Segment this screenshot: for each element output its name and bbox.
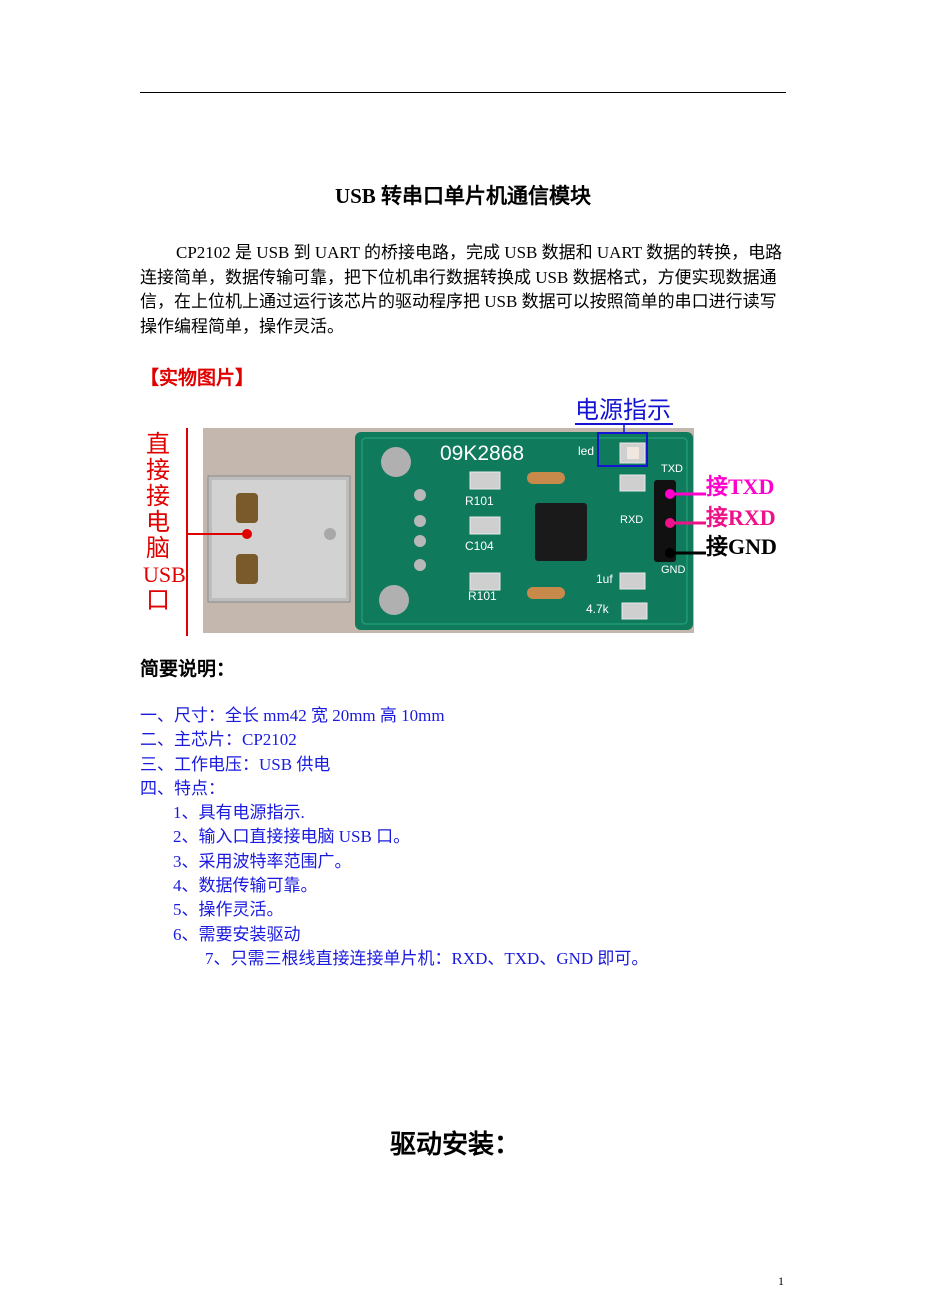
txd-label: 接TXD — [706, 474, 774, 499]
power-indicator-label: 电源指示 — [575, 396, 671, 424]
feature-item: 6、需要安装驱动 — [173, 924, 301, 944]
spec-item: 二、主芯片：CP2102 — [140, 730, 297, 750]
photo-heading: 【实物图片】 — [140, 368, 255, 389]
svg-text:C104: C104 — [465, 539, 494, 553]
gnd-label: 接GND — [706, 534, 777, 559]
feature-item: 1、具有电源指示. — [173, 803, 305, 823]
spec-item: 一、尺寸：全长 mm42 宽 20mm 高 10mm — [140, 706, 445, 725]
feature-item: 7、只需三根线直接连接单片机：RXD、TXD、GND 即可。 — [205, 948, 649, 968]
svg-text:RXD: RXD — [620, 514, 643, 526]
svg-text:R101: R101 — [468, 589, 497, 603]
spec-item: 三、工作电压：USB 供电 — [140, 754, 331, 774]
svg-text:口: 口 — [146, 587, 170, 614]
driver-install-heading: 驱动安装： — [389, 1130, 520, 1159]
page-number: 1 — [778, 1274, 784, 1288]
pcb-board — [355, 432, 693, 630]
feature-item: 2、输入口直接接电脑 USB 口。 — [173, 827, 411, 847]
spec-item: 四、特点： — [140, 778, 225, 798]
feature-item: 4、数据传输可靠。 — [173, 876, 318, 896]
svg-text:电: 电 — [146, 509, 170, 536]
svg-text:led: led — [578, 444, 594, 458]
feature-item: 5、操作灵活。 — [173, 900, 284, 920]
svg-text:接: 接 — [146, 483, 170, 510]
spec-list: 一、尺寸：全长 mm42 宽 20mm 高 10mm 二、主芯片：CP2102 … — [140, 704, 648, 971]
feature-item: 3、采用波特率范围广。 — [173, 851, 352, 871]
svg-text:09K2868: 09K2868 — [440, 442, 524, 465]
svg-text:USB: USB — [143, 562, 186, 587]
svg-text:脑: 脑 — [146, 535, 170, 562]
cp2102-chip — [535, 503, 587, 561]
product-photo: 09K2868 led R101 C104 R101 TXD RXD GND 1… — [143, 396, 777, 636]
summary-heading: 简要说明： — [140, 659, 236, 680]
svg-text:1uf: 1uf — [596, 572, 613, 586]
usb-port-label: 直 接 接 电 脑 USB 口 — [143, 431, 186, 614]
rxd-label: 接RXD — [706, 505, 776, 530]
pin-header — [654, 480, 676, 562]
header-rule — [140, 92, 786, 93]
document-title: USB 转串口单片机通信模块 — [334, 184, 592, 208]
svg-text:GND: GND — [661, 564, 686, 576]
svg-text:4.7k: 4.7k — [586, 602, 610, 616]
led-highlight-box — [597, 432, 648, 467]
power-led — [627, 447, 639, 459]
svg-text:TXD: TXD — [661, 463, 683, 475]
svg-text:直: 直 — [146, 431, 170, 458]
svg-text:R101: R101 — [465, 494, 494, 508]
intro-paragraph: CP2102 是 USB 到 UART 的桥接电路，完成 USB 数据和 UAR… — [140, 243, 783, 336]
svg-text:接: 接 — [146, 457, 170, 484]
